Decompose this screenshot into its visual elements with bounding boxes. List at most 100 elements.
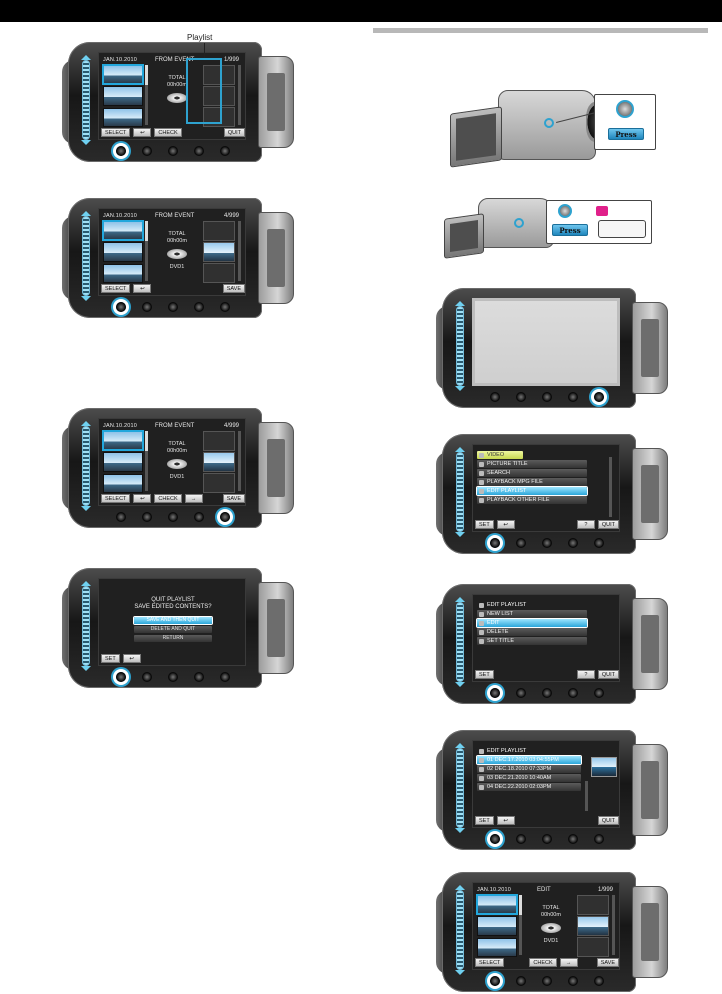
hardware-button[interactable] (542, 538, 552, 548)
thumbnail[interactable] (103, 65, 143, 85)
hardware-button[interactable] (168, 512, 178, 522)
playlist-item[interactable]: 01 DEC.17.2010 03:04:55PM (477, 756, 581, 764)
hardware-button[interactable] (516, 538, 526, 548)
select-button[interactable]: SELECT (101, 494, 131, 503)
check-button[interactable]: CHECK (529, 958, 557, 967)
video-tab[interactable]: VIDEO (477, 451, 523, 459)
touch-slider[interactable] (455, 597, 465, 687)
ok-hardware-button[interactable] (490, 538, 500, 548)
menu-hardware-button[interactable] (220, 146, 230, 156)
hardware-button[interactable] (568, 834, 578, 844)
scrollbar[interactable] (145, 65, 148, 125)
return-option[interactable]: RETURN (134, 635, 212, 642)
hardware-button[interactable] (516, 392, 526, 402)
help-button[interactable]: ? (576, 670, 595, 679)
menu-hardware-button[interactable] (594, 392, 604, 402)
set-button[interactable]: SET (475, 816, 494, 825)
select-button[interactable]: SELECT (475, 958, 505, 967)
thumbnail[interactable] (103, 263, 143, 283)
quit-button[interactable]: QUIT (597, 520, 619, 529)
hardware-button[interactable] (568, 976, 578, 986)
scrollbar[interactable] (145, 221, 148, 281)
ok-hardware-button[interactable] (490, 976, 500, 986)
save-button[interactable]: SAVE (596, 958, 619, 967)
help-button[interactable]: ? (576, 520, 595, 529)
thumbnail[interactable] (103, 431, 143, 451)
check-button[interactable]: CHECK (154, 494, 182, 503)
ok-hardware-button[interactable] (116, 302, 126, 312)
touch-slider[interactable] (455, 301, 465, 391)
hardware-button[interactable] (568, 538, 578, 548)
hardware-button[interactable] (542, 688, 552, 698)
menu-item[interactable]: DELETE (477, 628, 587, 636)
menu-item[interactable]: PICTURE TITLE (477, 460, 587, 468)
playlist-item[interactable]: 02 DEC.18.2010 07:33PM (477, 765, 581, 773)
thumbnail[interactable] (103, 86, 143, 106)
thumbnail[interactable] (103, 473, 143, 493)
menu-hardware-button[interactable] (220, 672, 230, 682)
playlist-scrollbar[interactable] (585, 781, 588, 811)
save-and-quit-option[interactable]: SAVE AND THEN QUIT (134, 617, 212, 624)
thumbnail[interactable] (103, 452, 143, 472)
hardware-button[interactable] (516, 976, 526, 986)
menu-item[interactable]: SET TITLE (477, 637, 587, 645)
hardware-button[interactable] (568, 688, 578, 698)
back-button[interactable]: ↩ (133, 128, 152, 137)
ok-hardware-button[interactable] (490, 688, 500, 698)
hardware-button[interactable] (542, 976, 552, 986)
back-button[interactable]: ↩ (496, 520, 515, 529)
save-button[interactable]: SAVE (222, 284, 245, 293)
menu-item[interactable]: PLAYBACK OTHER FILE (477, 496, 587, 504)
thumbnail[interactable] (103, 107, 143, 127)
ok-hardware-button[interactable] (490, 834, 500, 844)
touch-slider[interactable] (455, 447, 465, 537)
thumbnail[interactable] (477, 937, 517, 957)
quit-button[interactable]: QUIT (223, 128, 245, 137)
scrollbar[interactable] (519, 895, 522, 955)
quit-button[interactable]: QUIT (597, 816, 619, 825)
thumbnail[interactable] (477, 916, 517, 936)
menu-scrollbar[interactable] (609, 457, 612, 517)
hardware-button[interactable] (194, 146, 204, 156)
back-button[interactable]: ↩ (133, 494, 152, 503)
playlist-scrollbar[interactable] (612, 895, 615, 955)
touch-slider[interactable] (455, 743, 465, 833)
menu-item-edit[interactable]: EDIT (477, 619, 587, 627)
set-button[interactable]: SET (475, 520, 494, 529)
ok-hardware-button[interactable] (116, 146, 126, 156)
menu-hardware-button[interactable] (594, 538, 604, 548)
select-button[interactable]: SELECT (101, 284, 131, 293)
set-button[interactable]: SET (101, 654, 120, 663)
thumbnail[interactable] (103, 221, 143, 241)
menu-item[interactable]: NEW LIST (477, 610, 587, 618)
ok-hardware-button[interactable] (116, 672, 126, 682)
hardware-button[interactable] (142, 512, 152, 522)
playlist-scrollbar[interactable] (238, 431, 241, 491)
playlist-item[interactable]: 04 DEC.22.2010 02:03PM (477, 783, 581, 791)
menu-item-edit-playlist[interactable]: EDIT PLAYLIST (477, 487, 587, 495)
next-button[interactable]: → (559, 958, 578, 967)
thumbnail[interactable] (103, 242, 143, 262)
touch-slider[interactable] (81, 55, 91, 145)
hardware-button[interactable] (516, 834, 526, 844)
set-button[interactable]: SET (475, 670, 494, 679)
menu-hardware-button[interactable] (594, 688, 604, 698)
menu-hardware-button[interactable] (594, 834, 604, 844)
touch-slider[interactable] (81, 211, 91, 301)
thumbnail[interactable] (477, 895, 517, 915)
hardware-button[interactable] (194, 672, 204, 682)
playlist-scrollbar[interactable] (238, 221, 241, 281)
hardware-button[interactable] (142, 672, 152, 682)
next-button[interactable]: → (184, 494, 203, 503)
check-button[interactable]: CHECK (154, 128, 182, 137)
hardware-button[interactable] (194, 302, 204, 312)
hardware-button[interactable] (142, 146, 152, 156)
hardware-button[interactable] (516, 688, 526, 698)
menu-hardware-button[interactable] (220, 302, 230, 312)
scrollbar[interactable] (145, 431, 148, 491)
hardware-button[interactable] (542, 392, 552, 402)
hardware-button[interactable] (168, 302, 178, 312)
hardware-button[interactable] (568, 392, 578, 402)
back-button[interactable]: ↩ (133, 284, 152, 293)
hardware-button[interactable] (194, 512, 204, 522)
